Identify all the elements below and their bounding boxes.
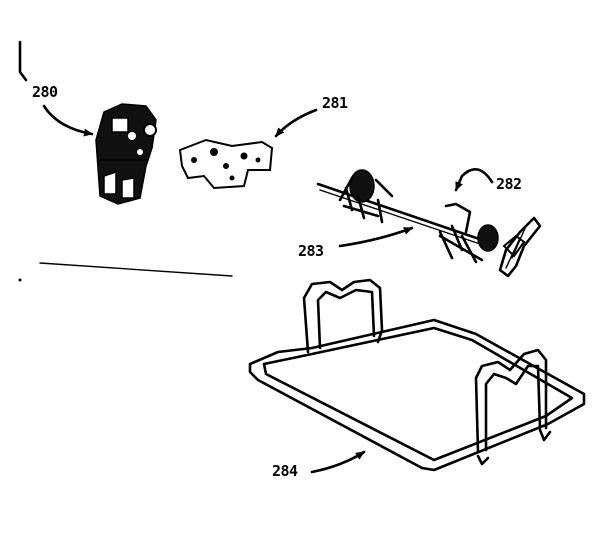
motor-part xyxy=(95,103,157,205)
label-280: 280 xyxy=(32,83,94,137)
rack-part xyxy=(248,278,586,472)
svg-text:280: 280 xyxy=(32,83,58,101)
stray-dot xyxy=(18,278,22,282)
label-284: 284 xyxy=(272,450,366,480)
label-281: 281 xyxy=(274,94,349,138)
bracket-part xyxy=(178,138,274,190)
label-282: 282 xyxy=(454,168,522,193)
spit-rod-part xyxy=(316,169,542,278)
svg-text:281: 281 xyxy=(322,94,348,112)
svg-text:282: 282 xyxy=(496,175,522,193)
svg-text:283: 283 xyxy=(298,242,324,260)
stray-line xyxy=(39,262,233,277)
corner-mark xyxy=(18,40,28,82)
svg-text:284: 284 xyxy=(272,462,298,480)
label-283: 283 xyxy=(298,226,414,260)
